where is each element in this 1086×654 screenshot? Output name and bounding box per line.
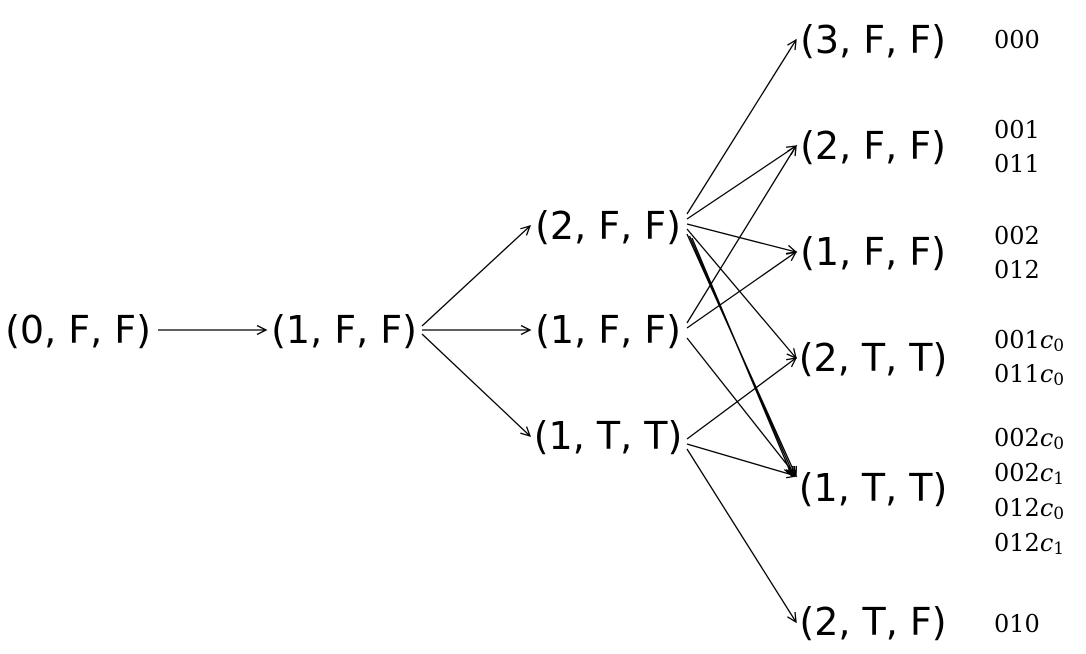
state-node-n3e: (1, T, T) (799, 466, 948, 510)
bitstring-text: 002 (994, 459, 1040, 487)
bitstring-label: 002 (994, 222, 1040, 250)
bitstring-text: 012 (994, 494, 1040, 522)
edge-n1-to-n2a (421, 225, 532, 327)
edge-n2a-to-n3b (686, 145, 798, 220)
coin-subscript: 0 (1053, 370, 1064, 390)
edge-n1-to-n2c (421, 333, 532, 437)
bitstring-text: 012 (994, 256, 1040, 284)
coin-subscript: 0 (1053, 504, 1064, 524)
coin-symbol: c (1040, 326, 1053, 354)
edge-layer (158, 38, 798, 624)
coin-subscript: 1 (1053, 539, 1064, 559)
bitstring-text: 002 (994, 222, 1040, 250)
bitstring-text: 012 (994, 529, 1040, 557)
state-node-n3a: (3, F, F) (800, 18, 946, 62)
bitstring-text: 010 (994, 610, 1040, 638)
bitstring-text: 002 (994, 424, 1040, 452)
bitstring-label: 000 (994, 26, 1040, 54)
edge-n2a-to-n3a (686, 38, 797, 215)
edge-n2c-to-n3f (686, 448, 797, 624)
edge-n2b-to-n3e (686, 337, 797, 478)
bitstring-label: 011 (994, 150, 1040, 178)
state-node-n3c: (1, F, F) (800, 230, 946, 274)
coin-subscript: 0 (1053, 434, 1064, 454)
edge-n2a-to-n3d (686, 228, 797, 360)
edge-n2b-to-n3c (686, 251, 798, 329)
state-node-n1: (1, F, F) (271, 308, 417, 352)
bitstring-label: 001 (994, 116, 1040, 144)
edge-n2a-to-n3e-2 (691, 237, 794, 478)
state-node-n3f: (2, T, F) (799, 600, 946, 644)
edge-n2b-to-n3b (686, 144, 797, 324)
node-layer: (0, F, F) (1, F, F) (2, F, F) (1, F, F) (1, … (5, 18, 947, 644)
state-node-n2c: (1, T, T) (534, 414, 683, 458)
bitstring-label: 002c0 (994, 424, 1064, 454)
bitstring-label: 002c1 (994, 459, 1064, 489)
bitstring-text: 011 (994, 150, 1040, 178)
coin-symbol: c (1040, 424, 1053, 452)
bitstring-text: 000 (994, 26, 1040, 54)
bitstring-text: 001 (994, 326, 1040, 354)
coin-symbol: c (1040, 494, 1053, 522)
edge-n2c-to-n3d (686, 357, 798, 440)
state-node-n3b: (2, F, F) (800, 124, 946, 168)
bitstring-label: 010 (994, 610, 1040, 638)
bitstring-label: 012c1 (994, 529, 1064, 559)
coin-symbol: c (1040, 459, 1053, 487)
bitstring-text: 011 (994, 360, 1040, 388)
bitstring-label: 012 (994, 256, 1040, 284)
bitstring-text: 001 (994, 116, 1040, 144)
coin-subscript: 0 (1053, 336, 1064, 356)
coin-symbol: c (1040, 529, 1053, 557)
label-layer: 000001011002012001c0011c0002c0002c1012c0… (994, 26, 1064, 638)
edge-n2a-to-n3c (686, 223, 798, 255)
coin-symbol: c (1040, 360, 1053, 388)
coin-subscript: 1 (1053, 469, 1064, 489)
state-node-n3d: (2, T, T) (799, 336, 948, 380)
bitstring-label: 011c0 (994, 360, 1064, 390)
edge-n2c-to-n3e (686, 443, 798, 479)
state-node-n2b: (1, F, F) (535, 308, 681, 352)
bitstring-label: 012c0 (994, 494, 1064, 524)
bitstring-label: 001c0 (994, 326, 1064, 356)
state-node-n0: (0, F, F) (5, 308, 151, 352)
state-node-n2a: (2, F, F) (535, 204, 681, 248)
